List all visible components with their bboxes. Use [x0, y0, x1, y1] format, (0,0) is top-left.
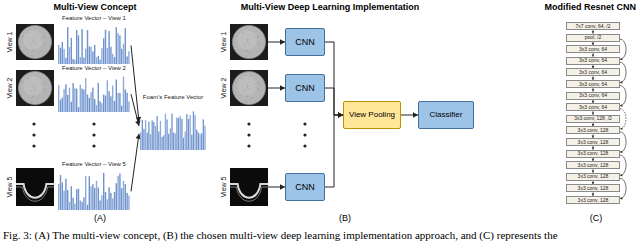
foam-view-image [230, 168, 268, 206]
feature-bars [140, 103, 206, 150]
layer-label: 3x3 conv, 128 [578, 198, 609, 203]
layer-label: 3x3 conv, 128 [578, 186, 609, 191]
layer-label: 7x7 conv, 64, /2 [576, 24, 611, 29]
view-label: View 1 [220, 32, 228, 53]
view-image: View 5 [4, 168, 54, 206]
box-label: View Pooling [349, 110, 395, 119]
connector-arrow [268, 39, 285, 45]
connector-arrow [268, 85, 285, 91]
chart-title: Feature Vector – View 1 [62, 15, 126, 22]
view-label: View 2 [6, 78, 14, 99]
layer-label: 3x3 conv, 64 [579, 70, 607, 75]
resnet-layer: 3x3 conv, 128 [566, 126, 620, 134]
feature-bars [58, 74, 130, 112]
resnet-layer: 3x3 conv, 128, /2 [566, 115, 620, 123]
cnn-block: CNN [285, 74, 325, 102]
classifier-box: Classifier [418, 101, 474, 129]
layer-label: 3x3 conv, 128, /2 [574, 116, 612, 121]
view-image: View 1 [4, 24, 54, 60]
resnet-layer: 3x3 conv, 64 [566, 68, 620, 76]
layer-label: 3x3 conv, 128 [578, 140, 609, 145]
layer-label: 3x3 conv, 128 [578, 151, 609, 156]
resnet-layer: 3x3 conv, 64 [566, 92, 620, 100]
connector-arrow [268, 184, 285, 190]
cnn-block: CNN [285, 28, 325, 56]
resnet-layer: 3x3 conv, 128 [566, 138, 620, 146]
connector-arrow [620, 39, 626, 60]
layer-label: 3x3 conv, 64 [579, 93, 607, 98]
layer-label: 3x3 conv, 64 [579, 58, 607, 63]
foam-view-image [16, 168, 54, 206]
resnet-layer: 3x3 conv, 64 [566, 80, 620, 88]
view-label: View 2 [220, 78, 228, 99]
layer-label: 3x3 conv, 128 [578, 128, 609, 133]
connector-arrow [620, 86, 626, 107]
box-label: Classifier [430, 110, 463, 119]
connector-arrow [620, 155, 626, 176]
panel-title: Modified Resnet CNN [544, 2, 636, 13]
view-image: View 1 [218, 24, 268, 60]
feature-bars [58, 170, 130, 210]
view-label: View 5 [220, 177, 228, 198]
vertical-dots [32, 122, 306, 147]
foam-view-image [230, 70, 268, 106]
layer-label: 3x3 conv, 64 [579, 47, 607, 52]
view-image: View 5 [218, 168, 268, 206]
cnn-block: CNN [285, 173, 325, 201]
resnet-layer: 3x3 conv, 64 [566, 45, 620, 53]
connector-arrow [401, 112, 418, 118]
connector-arrow [325, 88, 343, 118]
resnet-layer: 3x3 conv, 128 [566, 184, 620, 192]
figure-caption: Fig. 3: (A) The multi-view concept, (B) … [3, 229, 637, 241]
layer-label: 3x3 conv, 64 [579, 105, 607, 110]
box-label: CNN [295, 37, 315, 47]
layer-label: pool, /2 [585, 35, 601, 40]
view-pooling-box: View Pooling [343, 101, 401, 129]
panel-letter: (A) [94, 213, 106, 224]
connector-arrow [620, 109, 626, 130]
connector-arrow [620, 62, 626, 83]
connector-arrow [131, 45, 141, 122]
layer-label: 3x3 conv, 128 [578, 163, 609, 168]
feature-vector-chart: Feature Vector – View 1 [58, 15, 130, 64]
resnet-layer: 3x3 conv, 128 [566, 173, 620, 181]
panel-title: Multi-View Concept [54, 2, 137, 13]
connector-arrow [325, 112, 343, 187]
resnet-layer: 3x3 conv, 64 [566, 103, 620, 111]
feature-vector-chart: Feature Vector – View 5 [58, 161, 130, 210]
connector-arrow [131, 94, 140, 126]
connector-arrow [620, 178, 626, 199]
foam-view-image [16, 70, 54, 106]
panel-letter: (B) [339, 213, 351, 224]
feature-bars [58, 24, 130, 64]
connector-arrow [325, 42, 343, 118]
resnet-layer: 3x3 conv, 64 [566, 57, 620, 65]
foam-view-image [16, 24, 54, 60]
connector-arrow [131, 134, 141, 192]
resnet-layer: 3x3 conv, 128 [566, 196, 620, 204]
box-label: CNN [295, 182, 315, 192]
feature-vector-chart: Foam's Feature Vector [140, 94, 206, 150]
connector-arrow [620, 132, 626, 153]
layer-label: 3x3 conv, 128 [578, 174, 609, 179]
chart-title: Feature Vector – View 2 [62, 65, 126, 72]
layer-label: 3x3 conv, 64 [579, 82, 607, 87]
view-label: View 1 [6, 32, 14, 53]
feature-vector-chart: Feature Vector – View 2 [58, 65, 130, 112]
view-image: View 2 [4, 70, 54, 106]
resnet-layer: 3x3 conv, 128 [566, 150, 620, 158]
view-label: View 5 [6, 177, 14, 198]
foam-view-image [230, 24, 268, 60]
view-image: View 2 [218, 70, 268, 106]
resnet-layer: 7x7 conv, 64, /2 [566, 22, 620, 30]
panel-letter: (C) [590, 213, 603, 224]
resnet-layer: pool, /2 [566, 34, 620, 42]
box-label: CNN [295, 83, 315, 93]
chart-title: Feature Vector – View 5 [62, 161, 126, 168]
panel-title: Multi-View Deep Learning Implementation [241, 2, 419, 13]
resnet-layer: 3x3 conv, 128 [566, 161, 620, 169]
chart-title: Foam's Feature Vector [143, 94, 204, 101]
